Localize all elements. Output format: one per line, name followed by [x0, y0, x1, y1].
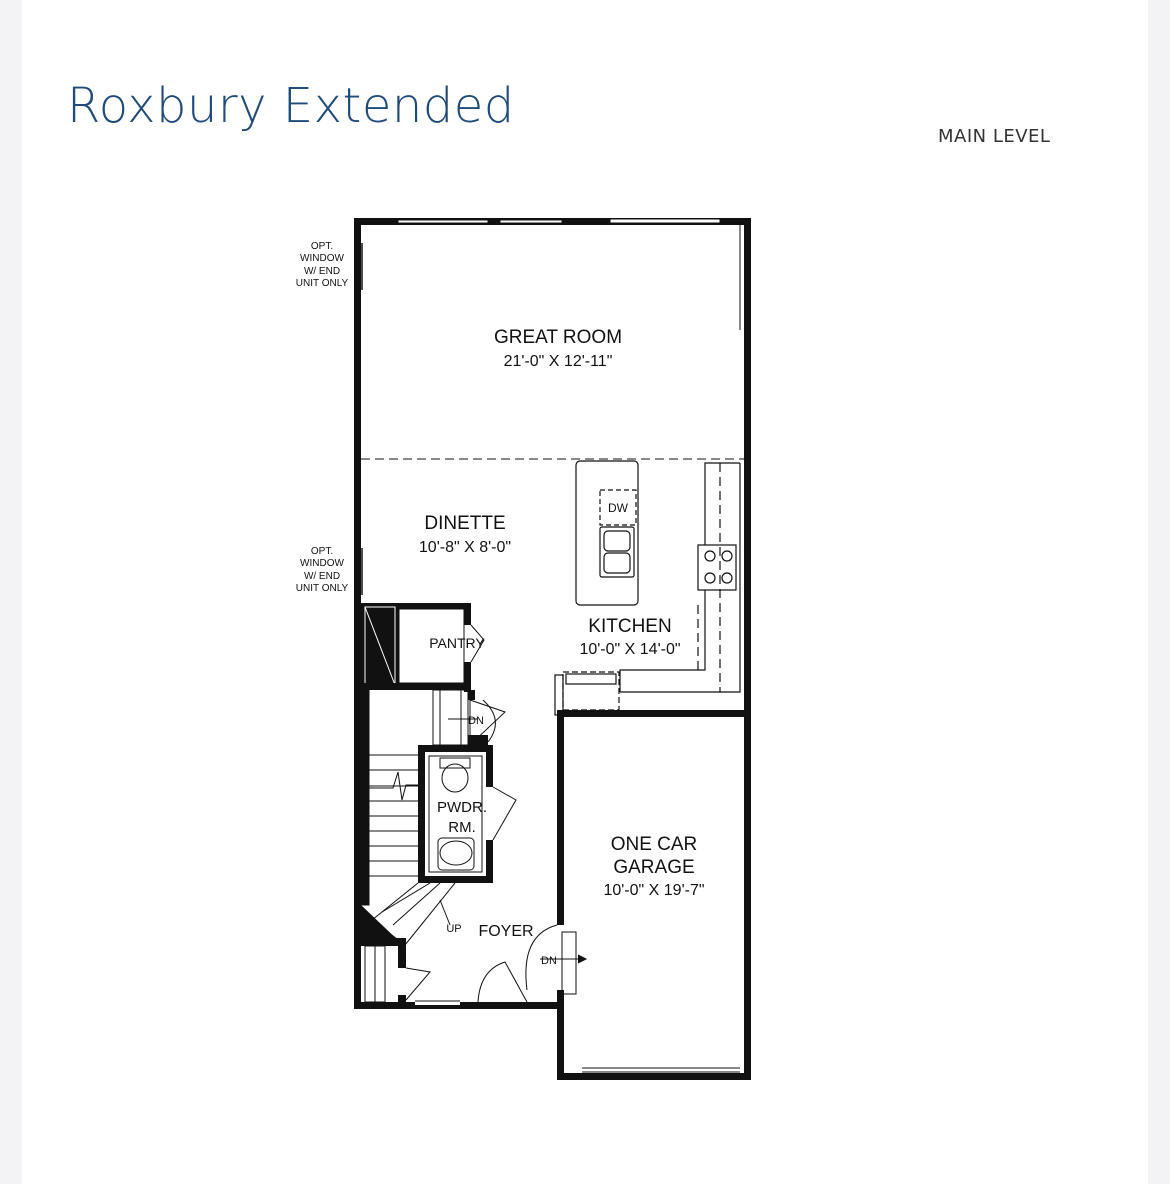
kitchen-label: KITCHEN	[588, 616, 671, 637]
dishwasher-label: DW	[608, 501, 629, 515]
svg-text:OPT.: OPT.	[311, 241, 333, 252]
svg-text:W/ END: W/ END	[304, 571, 340, 582]
opt-window-note-upper: OPT. WINDOW W/ END UNIT ONLY	[296, 241, 349, 289]
svg-text:WINDOW: WINDOW	[300, 253, 344, 264]
svg-text:WINDOW: WINDOW	[300, 558, 344, 569]
powder-room-label-1: PWDR.	[437, 799, 487, 816]
plan-title: Roxbury Extended	[67, 78, 515, 134]
dinette-label: DINETTE	[424, 513, 505, 534]
plan-sheet	[22, 0, 1148, 1184]
great-room-size: 21'-0" X 12'-11"	[504, 353, 613, 370]
great-room-label: GREAT ROOM	[494, 327, 622, 348]
coat-closet	[364, 945, 431, 1003]
stair-wall-wedge	[361, 905, 403, 945]
range-icon	[697, 544, 737, 591]
kitchen-size: 10'-0" X 14'-0"	[579, 641, 680, 658]
dinette-size: 10'-8" X 8'-0"	[419, 539, 511, 556]
svg-text:UNIT ONLY: UNIT ONLY	[296, 278, 349, 289]
top-windows	[397, 218, 721, 224]
kitchen-island	[575, 460, 639, 606]
foyer-label: FOYER	[478, 923, 533, 940]
svg-text:W/ END: W/ END	[304, 266, 340, 277]
front-door	[415, 961, 528, 1007]
garage-label-1: ONE CAR	[611, 834, 698, 855]
powder-room	[418, 745, 517, 883]
garage-label-2: GARAGE	[613, 857, 694, 878]
garage-size: 10'-0" X 19'-7"	[603, 882, 704, 899]
kitchen-counter	[619, 462, 741, 693]
stair-up-label: UP	[446, 923, 461, 935]
powder-room-label-2: RM.	[448, 819, 476, 836]
svg-text:OPT.: OPT.	[311, 546, 333, 557]
pantry-label: PANTRY	[429, 635, 485, 651]
stair-up	[360, 689, 456, 946]
stair-down-label: DN	[468, 715, 484, 727]
level-label: MAIN LEVEL	[938, 126, 1051, 147]
garage-step-down-label: DN	[541, 955, 557, 967]
opt-window-note-lower: OPT. WINDOW W/ END UNIT ONLY	[296, 546, 349, 594]
opt-window-marks	[357, 243, 363, 595]
pantry	[361, 603, 485, 692]
overhead-garage-door	[582, 1067, 740, 1073]
garage-door-entry	[525, 924, 588, 995]
refrigerator-icon	[554, 671, 620, 716]
svg-text:UNIT ONLY: UNIT ONLY	[296, 583, 349, 594]
